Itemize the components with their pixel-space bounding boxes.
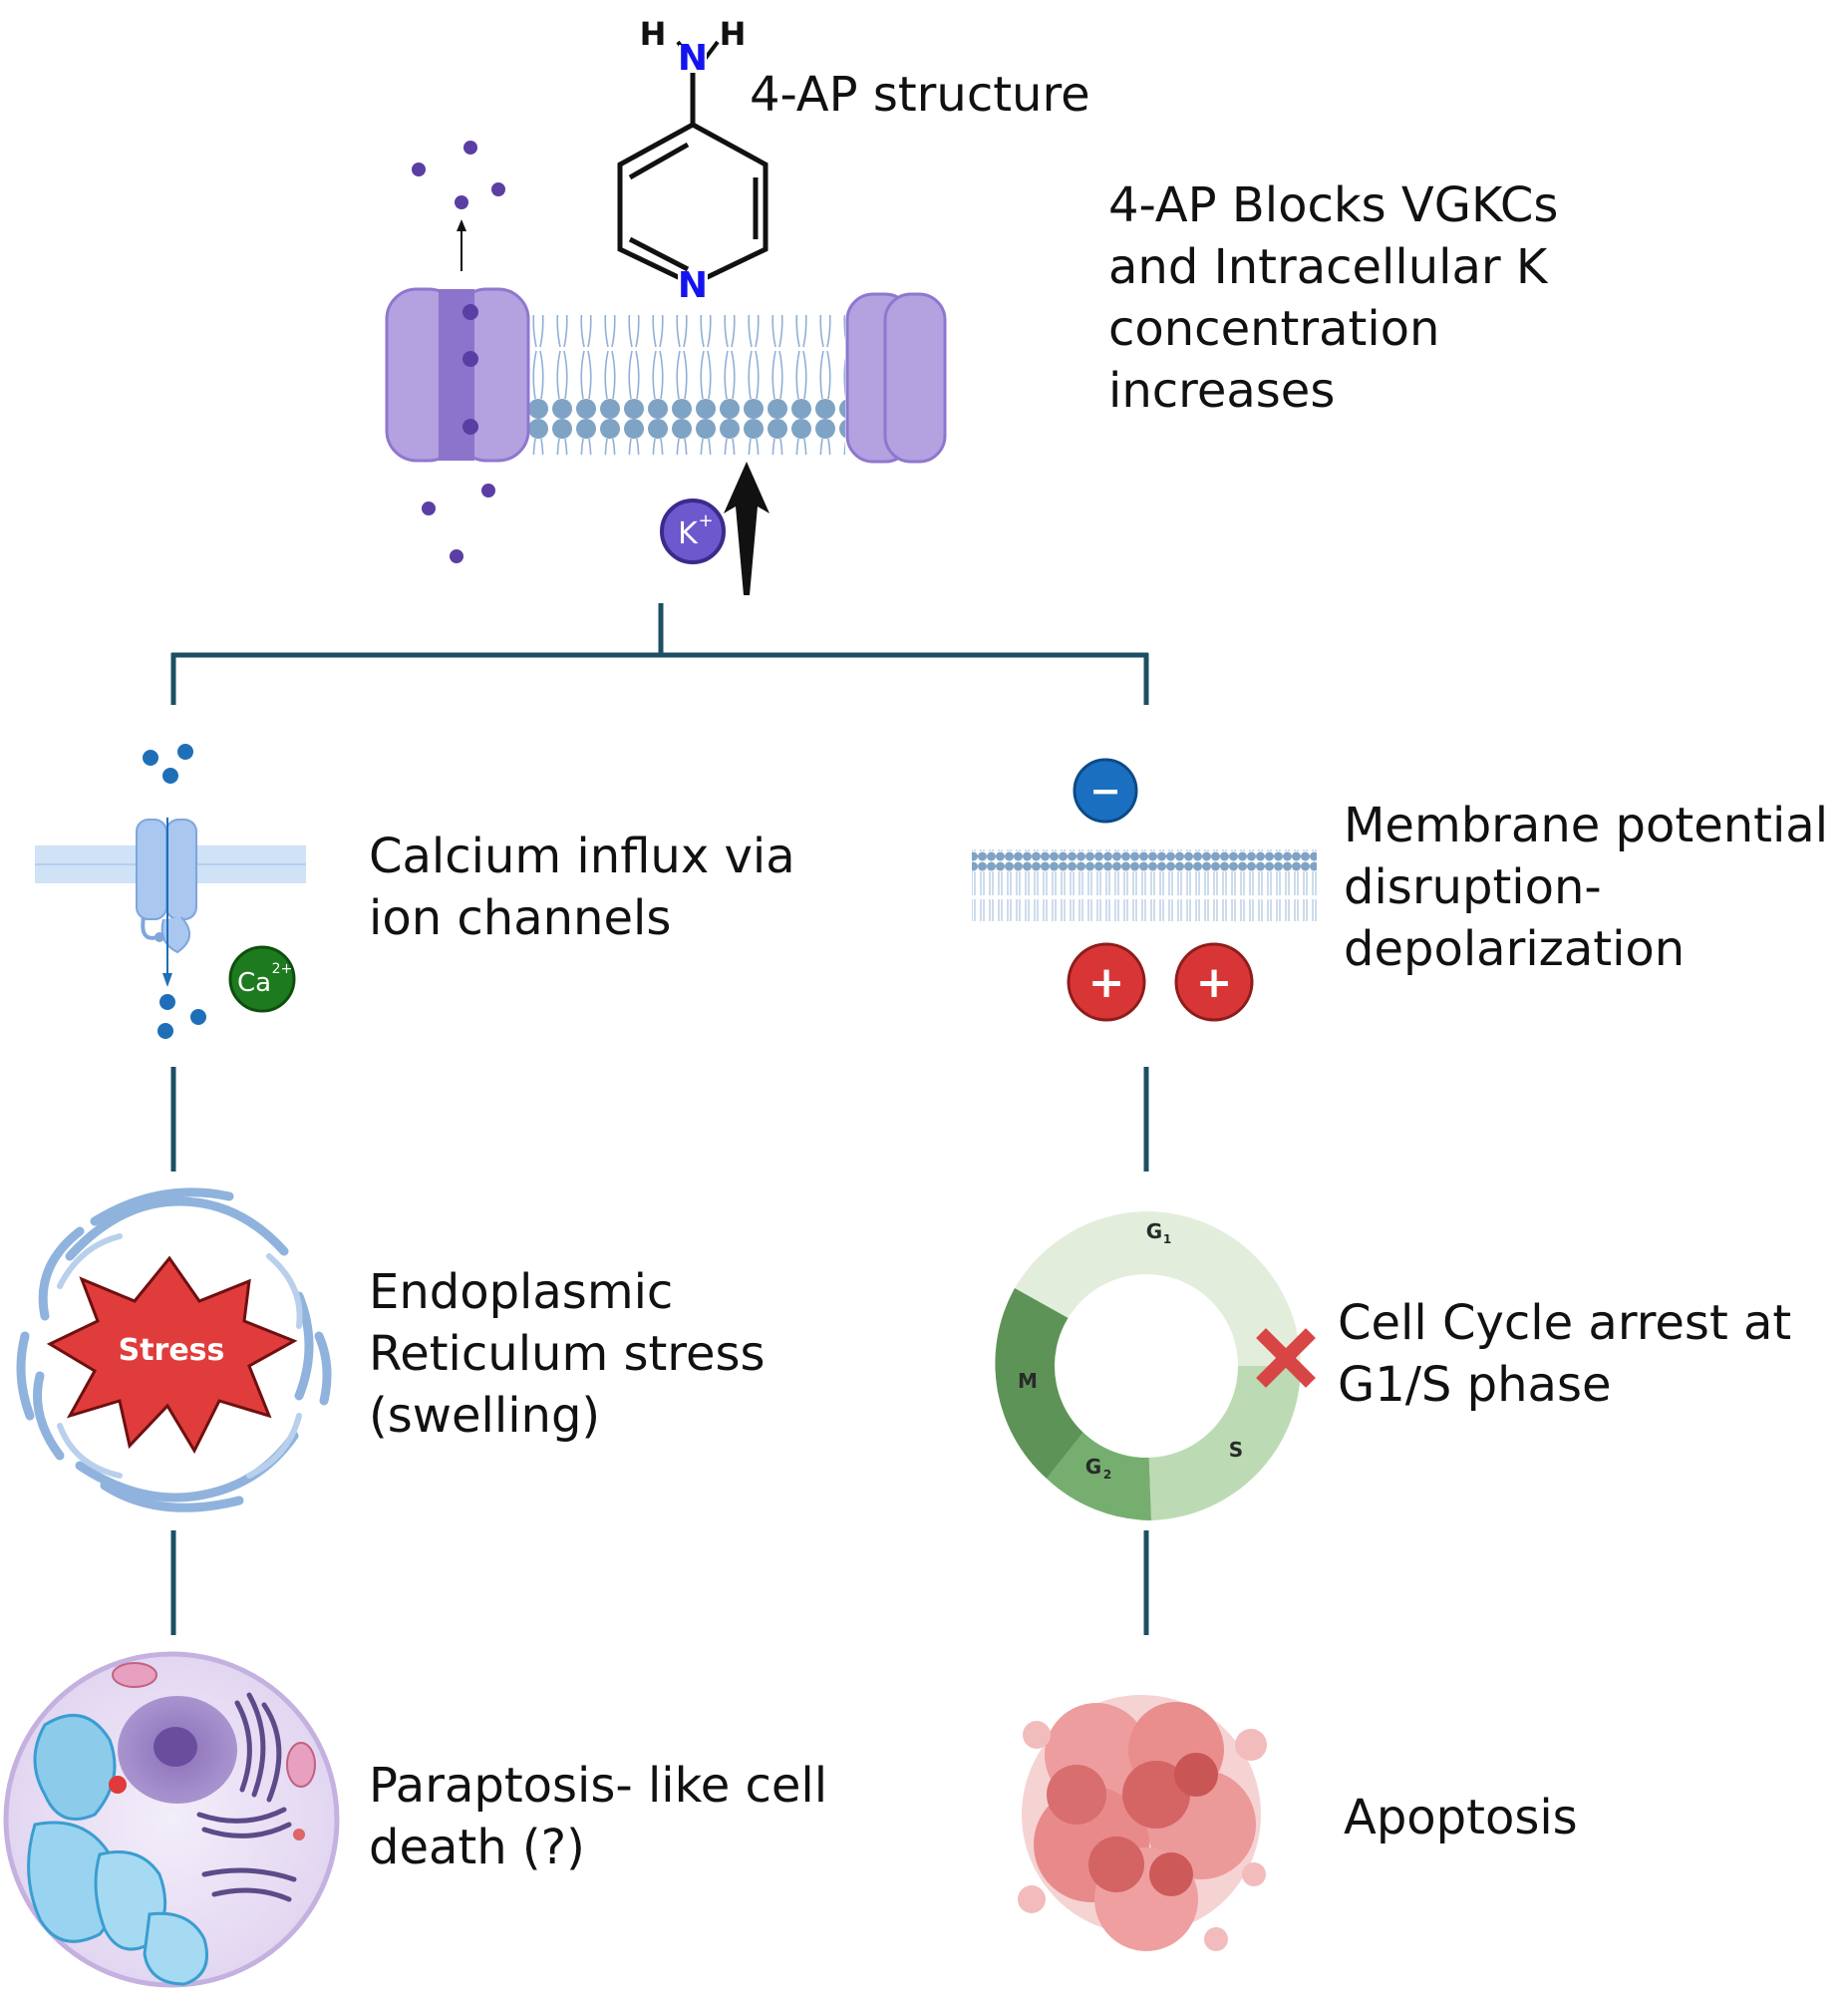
header-line-4: increases — [1108, 363, 1336, 419]
calcium-charge: 2+ — [272, 961, 293, 977]
hydrogen-left-label: H — [640, 15, 667, 53]
structure-caption-text: 4-AP structure — [750, 67, 1090, 123]
left-step-3-line-1: Paraptosis- like cell — [369, 1758, 828, 1814]
right-step-2-line-2: G1/S phase — [1338, 1357, 1612, 1413]
apoptotic-cell-icon — [1018, 1695, 1267, 1951]
phase-g1-label: G — [1146, 1219, 1162, 1243]
paraptotic-cell-icon — [3, 1651, 340, 1988]
phase-g1-subscript: 1 — [1163, 1232, 1171, 1246]
header-line-2: and Intracellular K — [1108, 239, 1548, 295]
right-step-1-line-2: disruption- — [1344, 859, 1602, 915]
potassium-channel-left — [385, 287, 530, 463]
negative-charge-symbol: − — [1089, 769, 1121, 813]
extracellular-potassium-ions — [412, 141, 505, 209]
left-step-1-line-1: Calcium influx via — [369, 829, 795, 884]
phase-g2-subscript: 2 — [1103, 1468, 1111, 1482]
positive-charge-icon-1: + — [1067, 942, 1146, 1022]
phase-s-label: S — [1229, 1438, 1243, 1462]
calcium-symbol: Ca — [237, 968, 271, 998]
cell-cycle-diagram: G 1 S G 2 M — [995, 1211, 1301, 1520]
right-step-1-line-3: depolarization — [1344, 921, 1686, 977]
stress-label: Stress — [119, 1333, 225, 1368]
4-ap-molecule: N H H N — [617, 15, 769, 306]
left-step-2-label: Endoplasmic Reticulum stress (swelling) — [369, 1261, 766, 1447]
header-line-3: concentration — [1108, 301, 1440, 357]
negative-charge-icon: − — [1073, 758, 1138, 824]
intracellular-potassium-ions — [422, 484, 495, 563]
right-step-3-label: Apoptosis — [1344, 1787, 1578, 1848]
pathway-connectors — [170, 603, 1149, 1635]
header-line-1: 4-AP Blocks VGKCs — [1108, 177, 1559, 233]
calcium-ions-outside — [143, 744, 193, 784]
left-step-2-line-3: (swelling) — [369, 1388, 601, 1444]
calcium-channel — [35, 818, 306, 987]
endoplasmic-reticulum-inner — [57, 1233, 303, 1479]
amine-nitrogen-label: N — [678, 38, 708, 79]
positive-charge-icon-2: + — [1174, 942, 1254, 1022]
calcium-ion-badge: Ca 2+ — [228, 945, 296, 1013]
right-step-3-line-1: Apoptosis — [1344, 1790, 1578, 1845]
potassium-symbol: K — [678, 516, 699, 551]
calcium-ions-inside — [157, 994, 206, 1039]
concentration-increase-arrow-icon — [724, 462, 770, 595]
left-step-2-line-2: Reticulum stress — [369, 1326, 766, 1382]
top-membrane — [385, 287, 947, 464]
arrest-cross-icon — [1256, 1328, 1316, 1388]
left-step-2-line-1: Endoplasmic — [369, 1264, 674, 1320]
stress-burst-icon: Stress — [46, 1255, 298, 1455]
left-step-3-line-2: death (?) — [369, 1820, 585, 1875]
potassium-ion-badge: K + — [660, 499, 726, 564]
left-step-3-label: Paraptosis- like cell death (?) — [369, 1755, 827, 1878]
potassium-charge: + — [698, 510, 713, 531]
right-step-1-line-1: Membrane potential — [1344, 798, 1829, 853]
right-step-2-label: Cell Cycle arrest at G1/S phase — [1338, 1292, 1791, 1416]
potassium-channel-right — [845, 292, 947, 464]
phase-g2-label: G — [1085, 1455, 1101, 1479]
right-step-1-label: Membrane potential disruption- depolariz… — [1344, 795, 1828, 980]
header-description: 4-AP Blocks VGKCs and Intracellular K co… — [1108, 174, 1558, 422]
left-step-1-label: Calcium influx via ion channels — [369, 826, 795, 949]
phase-m-label: M — [1018, 1369, 1038, 1393]
structure-caption: 4-AP structure — [750, 64, 1090, 126]
ring-nitrogen-label: N — [678, 265, 708, 306]
hydrogen-right-label: H — [720, 15, 747, 53]
efflux-arrow-icon — [457, 219, 466, 271]
right-step-2-line-1: Cell Cycle arrest at — [1338, 1295, 1792, 1351]
depolarized-membrane — [972, 849, 1317, 921]
positive-charge-symbol-1: + — [1088, 957, 1125, 1008]
left-step-1-line-2: ion channels — [369, 890, 672, 946]
positive-charge-symbol-2: + — [1196, 957, 1233, 1008]
